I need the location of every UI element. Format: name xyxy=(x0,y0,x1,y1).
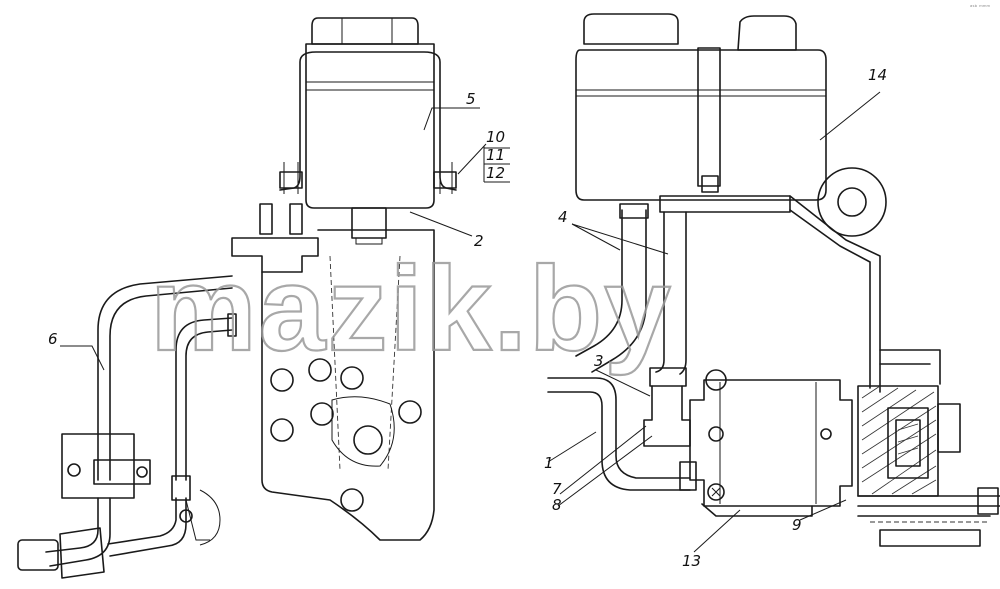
banjo-fitting xyxy=(643,385,691,447)
reservoir-bracket xyxy=(659,195,791,213)
pipe-clamp xyxy=(93,459,151,485)
label-4: 4 xyxy=(558,208,568,226)
label-10: 10 xyxy=(486,128,505,146)
label-5: 5 xyxy=(466,90,476,108)
pump-housing-left xyxy=(261,229,435,541)
leader-lines xyxy=(60,91,881,553)
drive-shaft xyxy=(857,495,1000,517)
drive-coupling-9 xyxy=(857,385,939,497)
label-13: 13 xyxy=(682,552,701,570)
pump-body-13 xyxy=(689,379,853,507)
label-1: 1 xyxy=(544,454,554,472)
reservoir-cap-right xyxy=(737,15,797,51)
hose-4-suction xyxy=(575,209,647,373)
corner-mark: ᵃˢᵇ ᵐᵐᵐ xyxy=(970,4,991,11)
watermark: mazik.by xyxy=(150,242,673,376)
reservoir-cap-left xyxy=(583,13,679,45)
reservoir-14 xyxy=(575,49,827,201)
left-clamp-bolt xyxy=(279,171,303,189)
hose-clamp-3 xyxy=(649,367,687,387)
vertical-strap xyxy=(697,47,721,187)
label-6: 6 xyxy=(48,330,58,348)
hose-end-fitting xyxy=(45,497,111,567)
label-12: 12 xyxy=(486,164,505,182)
callout-labels: 5 10 11 12 2 6 14 4 3 1 7 8 13 9 xyxy=(48,66,887,570)
pressure-pipe-1 xyxy=(547,377,691,491)
mounting-eye xyxy=(817,167,887,237)
left-reservoir-cap xyxy=(311,17,419,45)
left-bracket xyxy=(231,237,319,273)
label-3: 3 xyxy=(594,352,604,370)
reservoir-outlet xyxy=(351,207,387,239)
label-7: 7 xyxy=(552,480,562,498)
right-clamp-bolt xyxy=(433,171,457,189)
label-8: 8 xyxy=(552,496,562,514)
flange-bolts xyxy=(270,358,422,512)
lower-pipe xyxy=(107,497,187,557)
label-11: 11 xyxy=(486,146,505,164)
reservoir-body xyxy=(305,43,435,209)
label-2: 2 xyxy=(474,232,484,250)
right-view xyxy=(547,13,1000,547)
left-view xyxy=(17,17,457,579)
pipe-assembly-6 xyxy=(97,275,233,481)
label-14: 14 xyxy=(868,66,887,84)
label-9: 9 xyxy=(792,516,802,534)
